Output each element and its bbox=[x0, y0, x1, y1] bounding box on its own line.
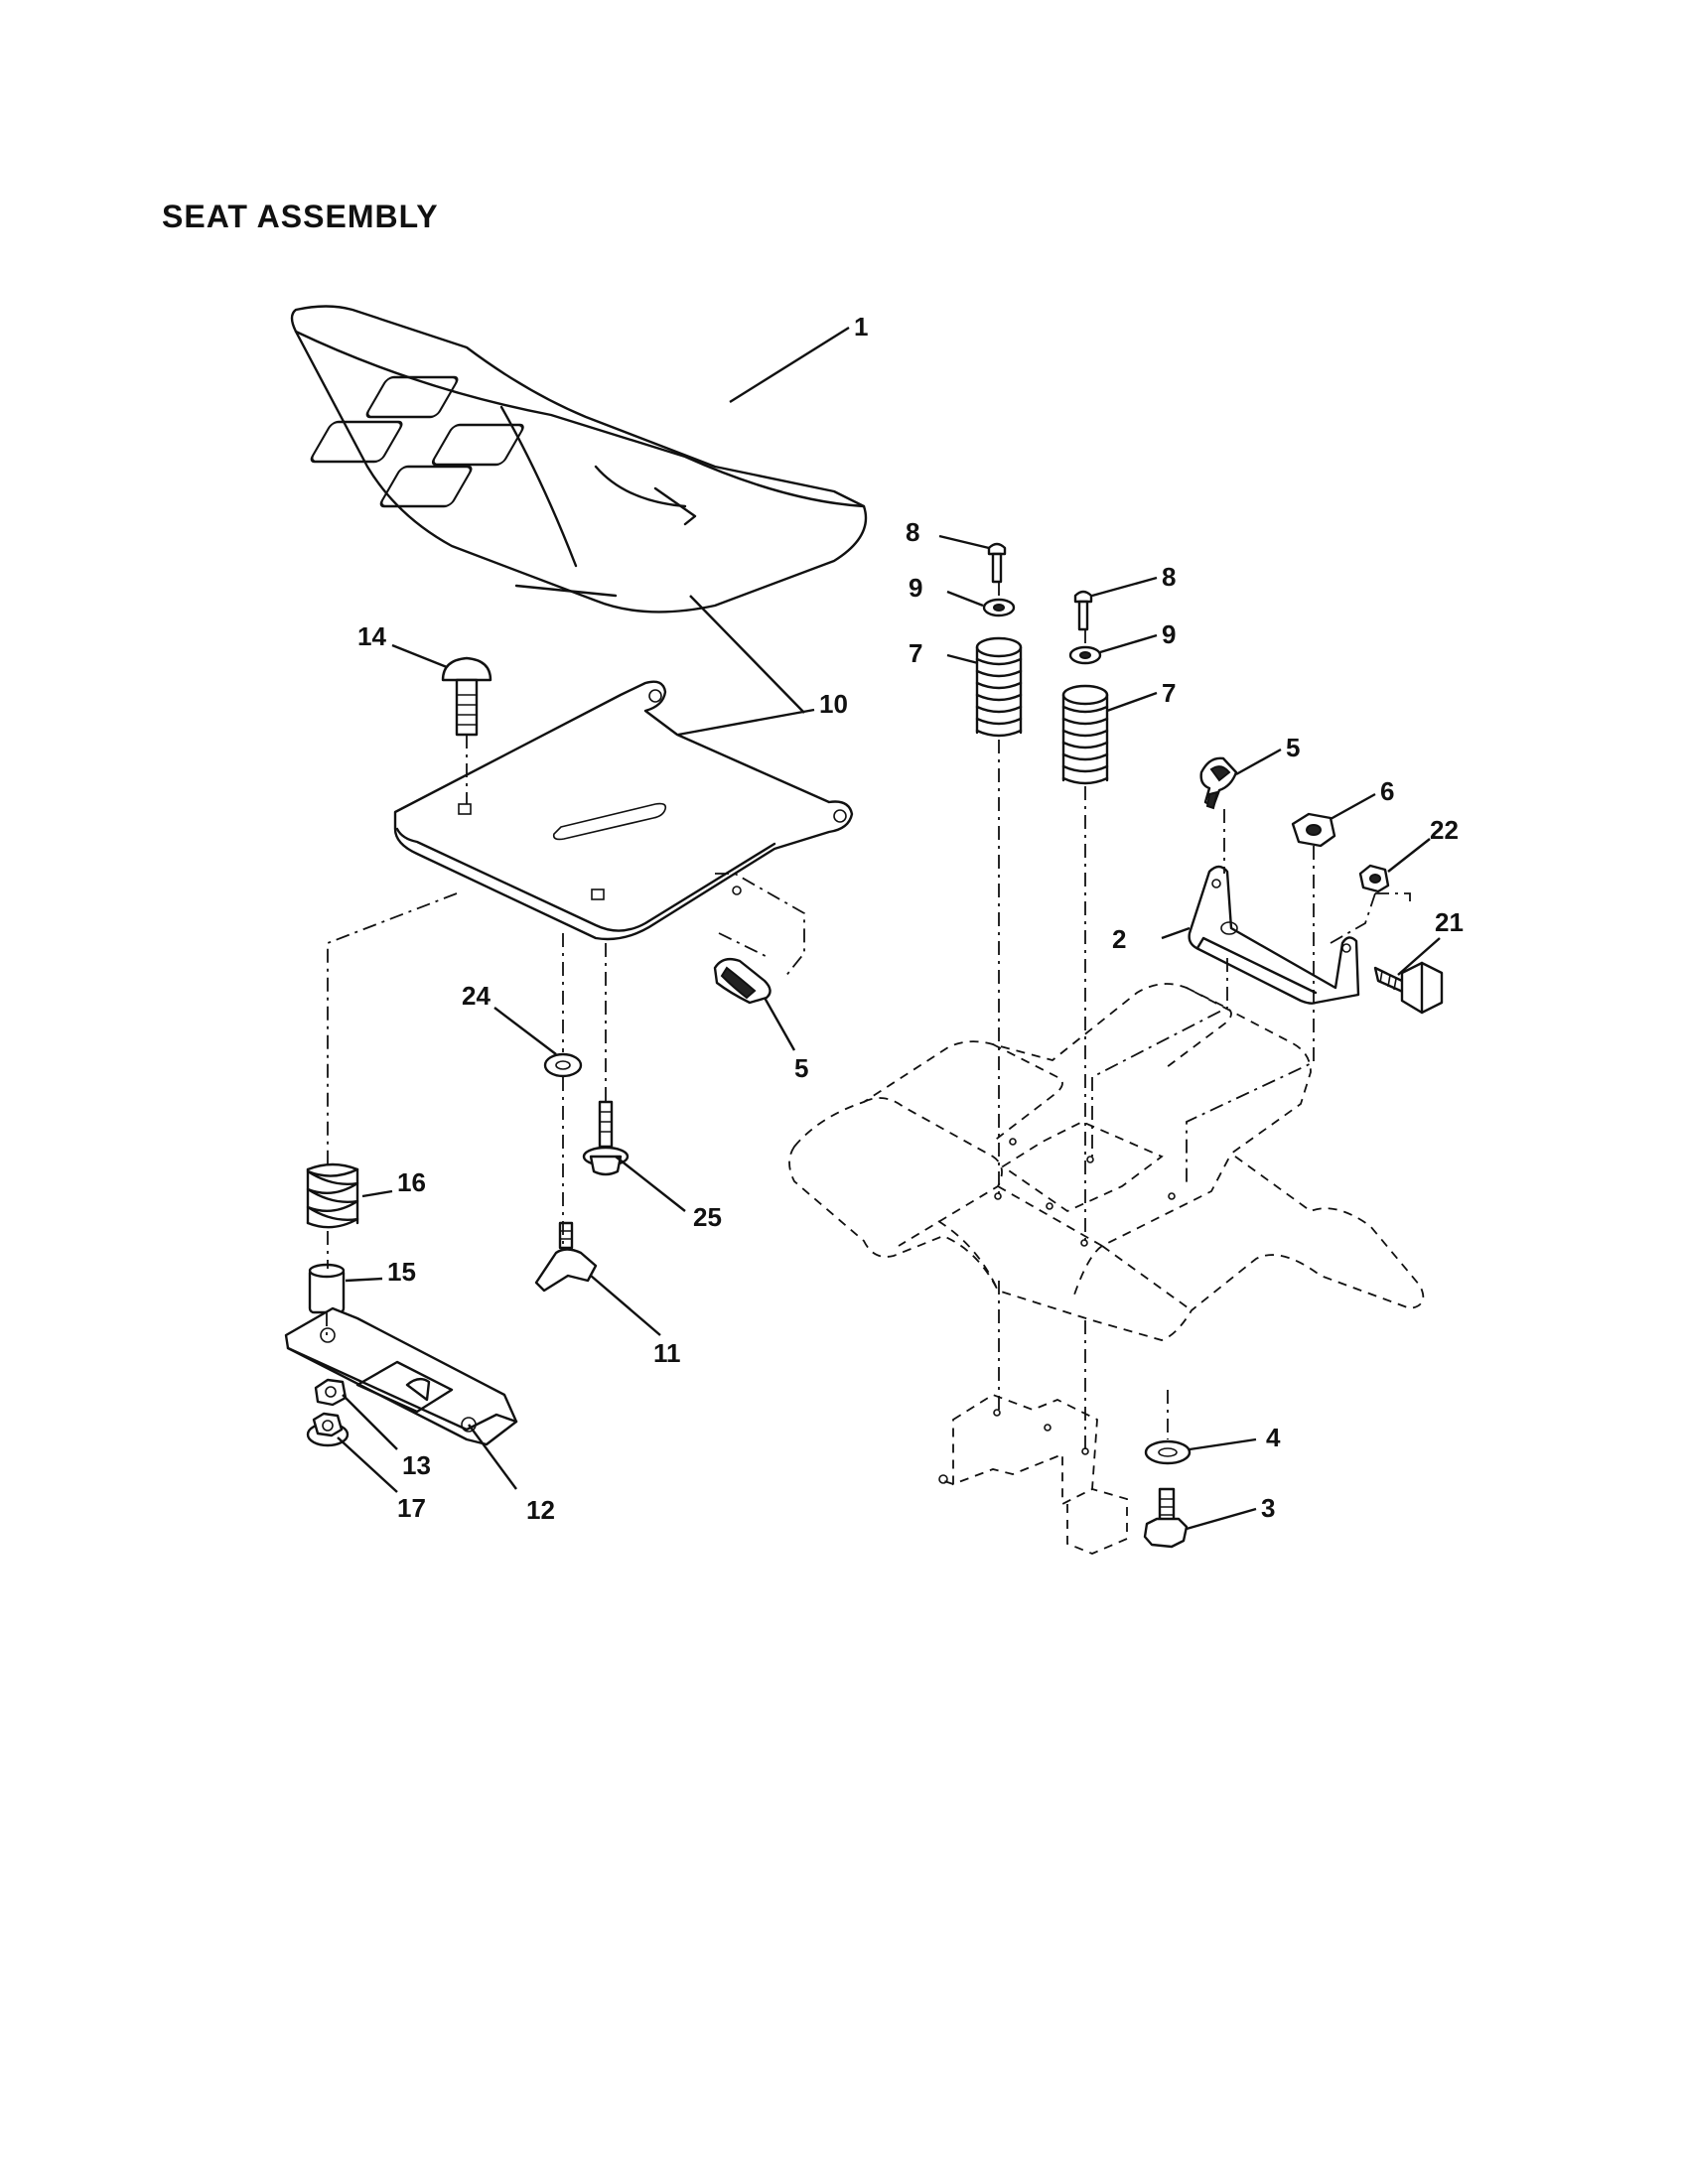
washer-part-4 bbox=[1144, 1439, 1192, 1465]
callouts: 1 10 14 16 15 13 12 17 24 25 11 5 8 9 7 … bbox=[357, 312, 1464, 1525]
spring-part-16 bbox=[306, 1162, 359, 1229]
callout-14: 14 bbox=[357, 621, 386, 651]
callout-16: 16 bbox=[397, 1167, 426, 1197]
callout-21: 21 bbox=[1435, 907, 1464, 937]
callout-4: 4 bbox=[1266, 1423, 1281, 1452]
frame-mount-phantom bbox=[937, 1394, 1128, 1555]
callout-8-left: 8 bbox=[906, 517, 919, 547]
spring-part-7-left bbox=[975, 636, 1023, 738]
callout-7-right: 7 bbox=[1162, 678, 1176, 708]
callout-7-left: 7 bbox=[909, 638, 922, 668]
flange-nut-part-17 bbox=[306, 1412, 350, 1447]
washer-part-9-right bbox=[1068, 645, 1102, 665]
callout-3: 3 bbox=[1261, 1493, 1275, 1523]
hex-nut-part-6 bbox=[1291, 812, 1336, 848]
callout-25: 25 bbox=[693, 1202, 722, 1232]
spring-part-7-right bbox=[1061, 684, 1109, 785]
callout-11: 11 bbox=[653, 1338, 681, 1368]
knob-part bbox=[534, 1221, 598, 1293]
callout-10: 10 bbox=[819, 689, 848, 719]
carriage-bolt-part bbox=[441, 656, 492, 737]
nut-part-13 bbox=[314, 1378, 348, 1407]
callout-1: 1 bbox=[854, 312, 868, 341]
callout-2: 2 bbox=[1112, 924, 1126, 954]
callout-15: 15 bbox=[387, 1257, 416, 1287]
callout-6: 6 bbox=[1380, 776, 1394, 806]
screw-part-8-left bbox=[987, 542, 1007, 584]
callout-5-lower: 5 bbox=[794, 1053, 808, 1083]
callout-12: 12 bbox=[526, 1495, 555, 1525]
tractor-frame-phantom bbox=[788, 983, 1425, 1341]
callout-9-left: 9 bbox=[909, 573, 922, 603]
callout-22: 22 bbox=[1430, 815, 1459, 845]
lock-nut-part-22 bbox=[1358, 864, 1390, 893]
clip-part-upper bbox=[1199, 756, 1238, 810]
adjuster-plate-part bbox=[284, 1306, 518, 1446]
screw-part-8-right bbox=[1073, 590, 1093, 631]
callout-24: 24 bbox=[462, 981, 491, 1011]
leader-lines bbox=[337, 326, 1441, 1531]
washer-part-9-left bbox=[982, 598, 1016, 617]
callout-17: 17 bbox=[397, 1493, 426, 1523]
bracket-part bbox=[1188, 865, 1360, 1005]
bushing-part bbox=[308, 1263, 346, 1314]
assembly-lines bbox=[326, 582, 1411, 1449]
clip-part-lower bbox=[713, 957, 772, 1005]
callout-5-upper: 5 bbox=[1286, 733, 1300, 762]
callout-8-right: 8 bbox=[1162, 562, 1176, 592]
seat-part bbox=[290, 305, 868, 614]
bolt-part-21 bbox=[1373, 961, 1444, 1015]
callout-13: 13 bbox=[402, 1450, 431, 1480]
washer-part-24 bbox=[543, 1052, 583, 1078]
seat-pan-part bbox=[393, 584, 854, 941]
callout-9-right: 9 bbox=[1162, 619, 1176, 649]
page-title: SEAT ASSEMBLY bbox=[162, 199, 439, 234]
hex-bolt-part-3 bbox=[1143, 1487, 1189, 1549]
shoulder-bolt-part bbox=[582, 1100, 630, 1176]
